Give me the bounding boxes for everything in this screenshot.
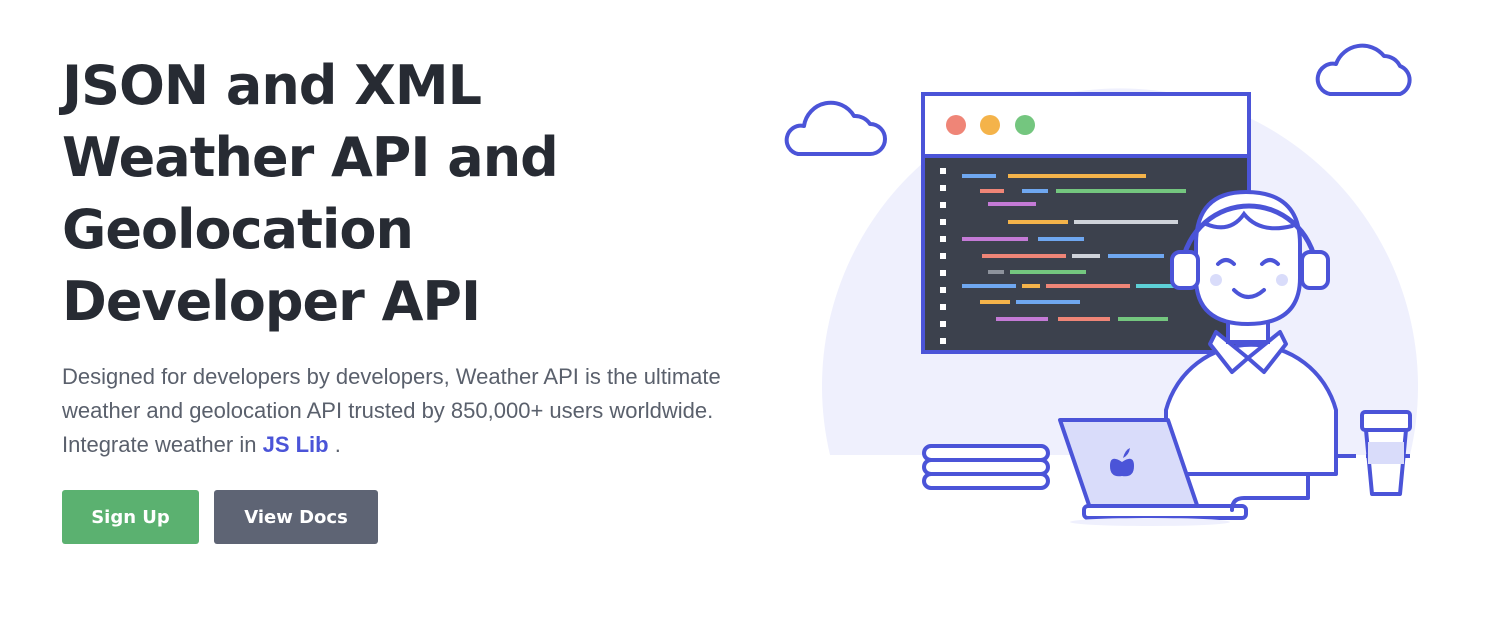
sign-up-button[interactable]: Sign Up	[62, 490, 199, 544]
eye-icon	[1260, 258, 1280, 266]
coffee-cup-icon	[1360, 410, 1412, 496]
description-end: .	[328, 432, 341, 457]
headphones-icon	[1179, 203, 1319, 265]
title-line-2: Weather API and	[62, 126, 559, 189]
close-dot-icon	[946, 115, 966, 135]
maximize-dot-icon	[1015, 115, 1035, 135]
cloud-icon	[784, 100, 887, 156]
book-stack-icon	[922, 444, 1050, 490]
js-lib-link[interactable]: JS Lib	[262, 432, 329, 457]
head	[1194, 189, 1302, 327]
description-text: Designed for developers by developers, W…	[62, 364, 721, 457]
window-title-bar	[923, 94, 1249, 156]
code-lines	[962, 174, 1186, 321]
laptop-icon	[1058, 418, 1248, 520]
title-line-3: Geolocation	[62, 198, 414, 261]
eye-icon	[1216, 258, 1236, 266]
cloud-icon	[1315, 43, 1412, 96]
torso	[1164, 342, 1338, 476]
apple-logo-icon	[1110, 448, 1134, 477]
hero-description: Designed for developers by developers, W…	[62, 360, 742, 462]
hero-buttons: Sign Up View Docs	[62, 490, 378, 544]
person-figure	[1164, 189, 1338, 500]
laptop-base	[1082, 504, 1248, 520]
view-docs-button[interactable]: View Docs	[214, 490, 378, 544]
minimize-dot-icon	[980, 115, 1000, 135]
page-title: JSON and XML Weather API and Geolocation…	[62, 50, 762, 338]
title-line-1: JSON and XML	[62, 54, 482, 117]
hero-text: JSON and XML Weather API and Geolocation…	[62, 50, 762, 462]
smile-icon	[1232, 288, 1266, 299]
line-numbers	[940, 168, 946, 344]
title-line-4: Developer API	[62, 270, 481, 333]
developer-with-headphones-illustration	[784, 43, 1418, 526]
